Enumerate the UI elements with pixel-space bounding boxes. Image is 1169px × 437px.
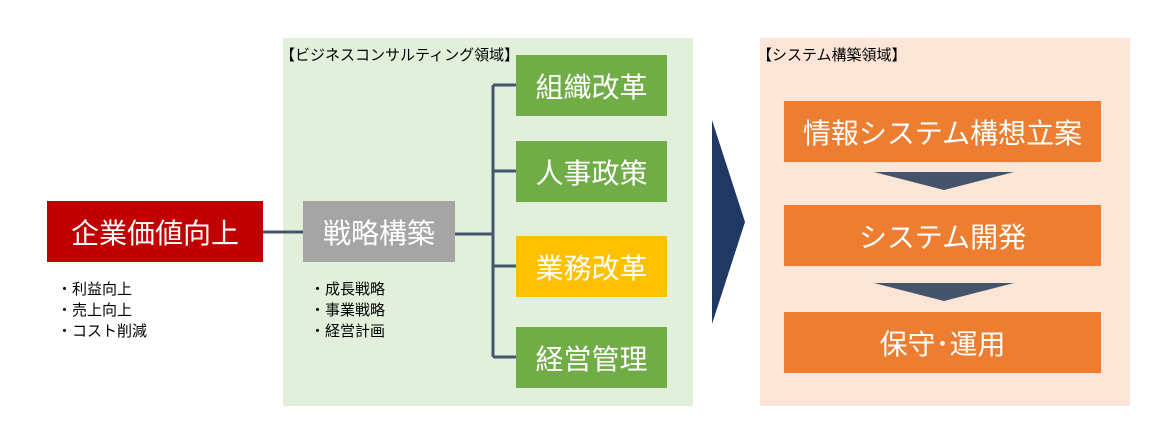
consulting-item-organization: 組織改革	[516, 55, 667, 116]
system-step-planning: 情報システム構想立案	[784, 101, 1101, 162]
consulting-item-hr-policy: 人事政策	[516, 141, 667, 202]
consulting-item-business-reform: 業務改革	[516, 236, 667, 297]
consulting-area-title: 【ビジネスコンサルティング領域】	[280, 46, 520, 64]
down-arrow-2	[874, 283, 1014, 301]
down-arrow-1	[874, 172, 1014, 190]
strategy-bullets: ・成長戦略 ・事業戦略 ・経営計画	[310, 279, 385, 342]
consulting-item-management: 経営管理	[516, 327, 667, 388]
strategy-bullet: ・成長戦略	[310, 280, 386, 298]
system-step-maintenance: 保守･運用	[784, 312, 1101, 373]
system-area-title: 【システム構築領域】	[757, 46, 907, 64]
main-goal-bullet: ・コスト削減	[57, 322, 148, 340]
main-goal-bullets: ・利益向上 ・売上向上 ・コスト削減	[57, 279, 147, 342]
main-goal-bullet: ・利益向上	[57, 280, 133, 298]
main-goal-bullet: ・売上向上	[57, 301, 133, 319]
strategy-box: 戦略構築	[303, 201, 455, 262]
main-goal-box: 企業価値向上	[47, 201, 263, 262]
strategy-bullet: ・経営計画	[310, 322, 386, 340]
strategy-bullet: ・事業戦略	[310, 301, 386, 319]
big-right-arrow	[712, 120, 745, 324]
system-step-development: システム開発	[784, 205, 1101, 266]
